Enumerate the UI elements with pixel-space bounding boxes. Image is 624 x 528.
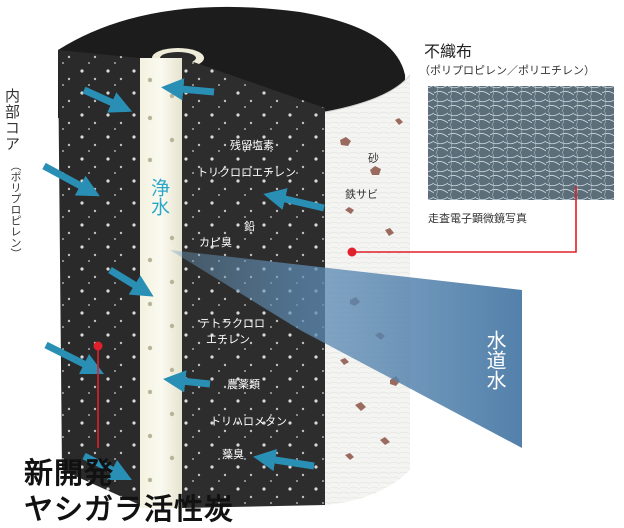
- carbon-label-line1: 新開発: [24, 456, 115, 490]
- leader-lines: [97, 186, 577, 448]
- carbon-label-line2: ヤシガラ活性炭: [24, 492, 235, 526]
- pure-water-label: 浄水: [148, 178, 170, 216]
- substance-residual-chlorine: 残留塩素: [230, 139, 274, 152]
- tap-water-label: 水道水: [483, 330, 507, 390]
- inner-core-label: 内部コア: [3, 88, 21, 152]
- inner-core-subtitle: （ポリプロピレン）: [9, 160, 22, 259]
- substance-rust: 鉄サビ: [345, 188, 378, 201]
- substance-trichloroethylene: トリクロロエチレン: [197, 166, 296, 179]
- carbon-block-left: [58, 50, 140, 505]
- flow-arrows: [42, 78, 325, 481]
- leader-dot-carbon: [93, 341, 103, 351]
- substance-mold-odor: カビ臭: [199, 236, 232, 249]
- substance-tetrachloro-1: テトラクロロ: [199, 317, 265, 330]
- substance-lead: 鉛: [244, 220, 255, 233]
- substance-trihalomethane: トリハロメタン: [210, 415, 287, 428]
- tap-water-band: [170, 250, 522, 448]
- inner-core: [140, 58, 182, 508]
- nonwoven-subtitle: （ポリプロピレン／ポリエチレン）: [419, 64, 595, 77]
- substance-sand: 砂: [368, 152, 379, 165]
- leader-dot-nonwoven: [347, 247, 357, 257]
- substance-pesticides: 農薬類: [227, 378, 260, 391]
- substance-algae-odor: 藻臭: [222, 448, 244, 461]
- nonwoven-title: 不織布: [424, 42, 473, 61]
- sem-caption: 走査電子顕微鏡写真: [428, 212, 527, 225]
- substance-tetrachloro-2: エチレン: [206, 333, 250, 346]
- sem-photo: [428, 86, 614, 200]
